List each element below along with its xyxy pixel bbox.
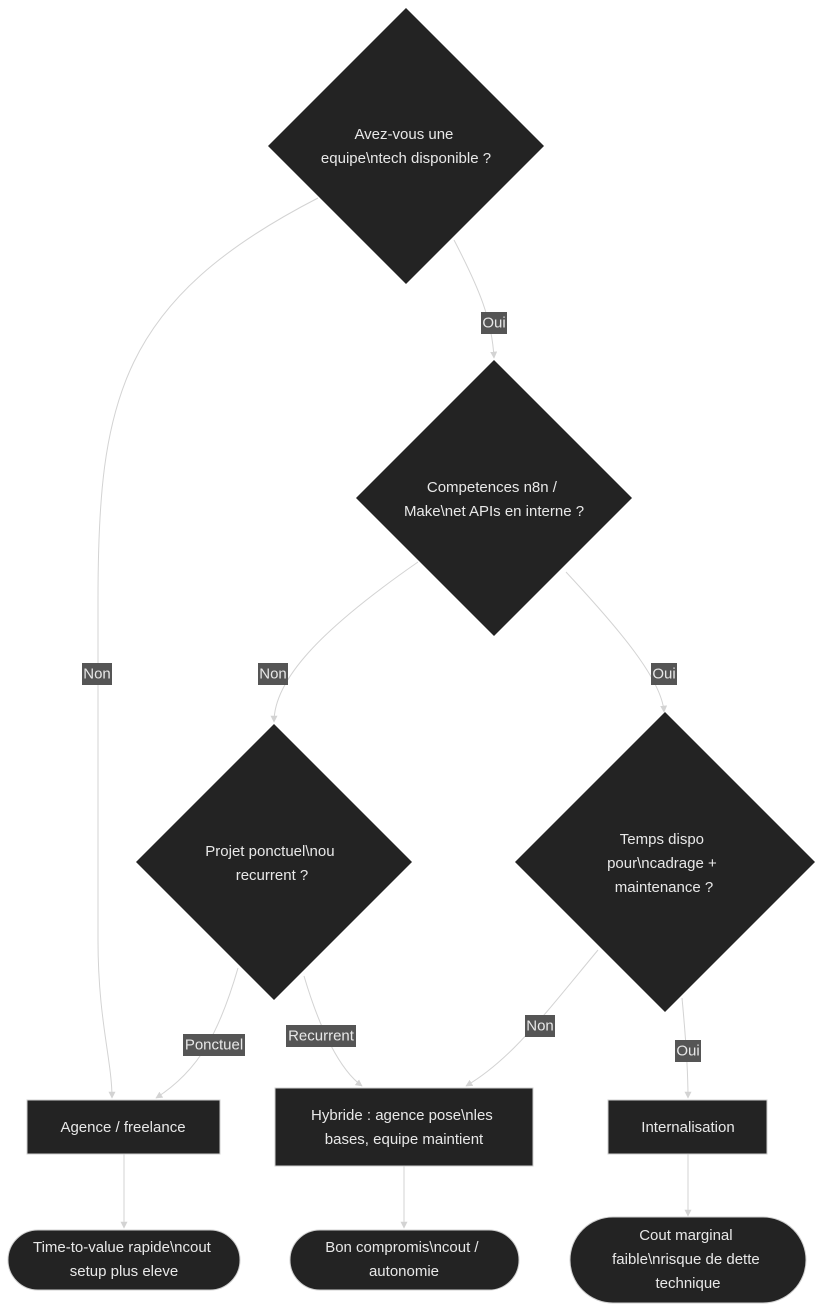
decision-team: Avez-vous une equipe\ntech disponible ? — [268, 8, 544, 284]
decision-project-text: Projet ponctuel\nou recurrent ? — [205, 843, 338, 884]
edge-project-to-agency — [155, 967, 239, 1099]
edge-label-project-recurrent: Recurrent — [286, 1025, 356, 1047]
decision-time-text: Temps dispo pour\ncadrage + maintenance … — [607, 831, 721, 896]
decision-team-text: Avez-vous une equipe\ntech disponible ? — [321, 126, 491, 167]
outcome-hybrid: Bon compromis\ncout / autonomie — [289, 1229, 520, 1291]
process-hybrid-text: Hybride : agence pose\nles bases, equipe… — [311, 1107, 497, 1148]
edge-team-to-skills — [453, 239, 498, 359]
svg-text:Non: Non — [83, 666, 111, 683]
edge-label-team-yes: Oui — [481, 312, 507, 334]
process-agency: Agence / freelance — [26, 1099, 221, 1155]
svg-text:Oui: Oui — [652, 666, 675, 683]
edge-label-skills-yes: Oui — [651, 663, 677, 685]
svg-text:Oui: Oui — [482, 315, 505, 332]
outcome-internal-text: Cout marginal faible\nrisque de dette te… — [612, 1227, 764, 1292]
process-hybrid: Hybride : agence pose\nles bases, equipe… — [274, 1087, 534, 1167]
outcome-internal: Cout marginal faible\nrisque de dette te… — [569, 1216, 807, 1304]
edge-label-project-ponctuel: Ponctuel — [183, 1034, 245, 1056]
edge-label-team-no: Non — [82, 663, 112, 685]
edge-team-to-agency — [97, 197, 319, 1099]
process-internal-text: Internalisation — [641, 1119, 734, 1136]
outcome-agency-text: Time-to-value rapide\ncout setup plus el… — [33, 1239, 215, 1280]
decision-time: Temps dispo pour\ncadrage + maintenance … — [515, 712, 815, 1012]
outcome-agency: Time-to-value rapide\ncout setup plus el… — [7, 1229, 241, 1291]
decision-skills: Competences n8n / Make\net APIs en inter… — [356, 360, 632, 636]
edge-skills-to-time — [565, 571, 668, 713]
edge-label-time-no: Non — [525, 1015, 555, 1037]
process-internal: Internalisation — [607, 1099, 768, 1155]
svg-text:Non: Non — [526, 1018, 554, 1035]
edge-label-time-yes: Oui — [675, 1040, 701, 1062]
decision-skills-text: Competences n8n / Make\net APIs en inter… — [404, 479, 584, 520]
outcome-hybrid-text: Bon compromis\ncout / autonomie — [325, 1239, 483, 1280]
process-agency-text: Agence / freelance — [60, 1119, 185, 1136]
edge-labels: Non Oui Non Oui Ponctuel Recurrent Non — [82, 312, 701, 1062]
svg-text:Recurrent: Recurrent — [288, 1028, 355, 1045]
svg-text:Oui: Oui — [676, 1043, 699, 1060]
edge-skills-to-project — [270, 561, 419, 723]
edges — [97, 197, 692, 1229]
svg-text:Non: Non — [259, 666, 287, 683]
edge-label-skills-no: Non — [258, 663, 288, 685]
svg-text:Ponctuel: Ponctuel — [185, 1037, 243, 1054]
decision-project: Projet ponctuel\nou recurrent ? — [136, 724, 412, 1000]
